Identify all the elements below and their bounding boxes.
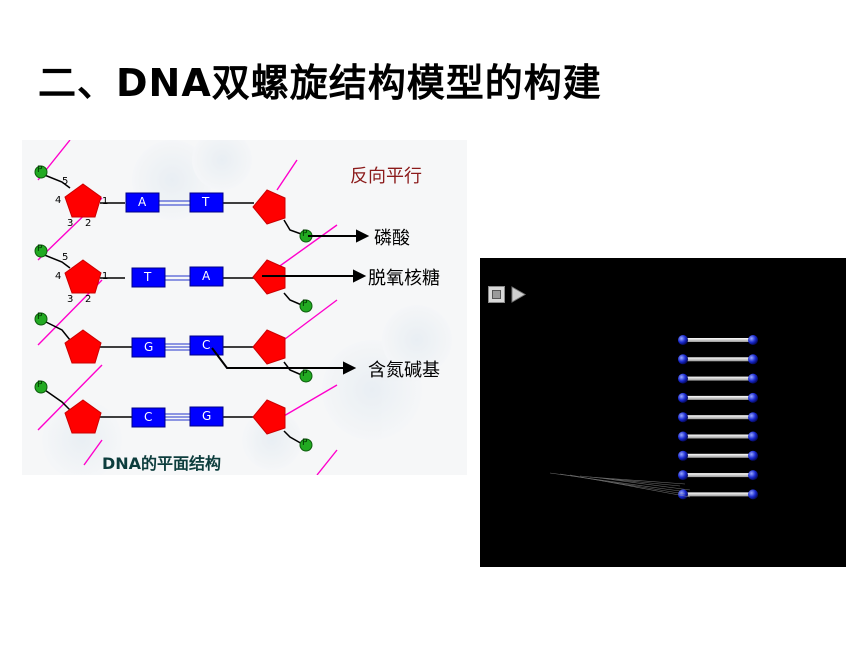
dna-animation-player[interactable] — [480, 258, 846, 567]
ladder-node — [678, 431, 688, 442]
phosphate-callout: 磷酸 — [374, 228, 410, 249]
phosphate-left-group — [34, 165, 48, 394]
ladder-node — [678, 450, 688, 461]
phosphate-label: P — [37, 244, 43, 254]
shadow-lines — [549, 472, 691, 498]
phosphate-label: P — [37, 380, 43, 390]
phosphate-label: P — [302, 229, 308, 239]
stop-button[interactable] — [488, 286, 505, 303]
deoxyribose-right — [252, 189, 286, 435]
ladder-node — [678, 412, 688, 423]
ladder-rung — [687, 434, 749, 439]
carbon-number: 2 — [85, 218, 92, 229]
ladder-node — [678, 489, 688, 500]
diagram-caption: DNA的平面结构 — [102, 454, 222, 473]
ladder-rung — [687, 338, 749, 342]
base-letter: T — [144, 270, 152, 284]
play-icon — [511, 286, 527, 303]
ladder-rung — [687, 357, 749, 362]
phosphate-label: P — [302, 438, 308, 448]
antiparallel-label: 反向平行 — [350, 166, 422, 187]
ladder-node — [748, 450, 758, 461]
base-letter: G — [144, 340, 154, 354]
connector-lines — [41, 173, 305, 446]
phosphate-label: P — [37, 312, 43, 322]
ladder-rung — [687, 376, 749, 381]
ladder-node — [748, 431, 758, 442]
ladder-rung — [687, 453, 749, 458]
ladder-node — [748, 335, 758, 345]
carbon-number: 3 — [67, 218, 74, 229]
phosphate-label: P — [37, 165, 43, 175]
ladder-node — [678, 354, 688, 365]
ladder-node — [748, 392, 758, 403]
phosphate-label: P — [302, 299, 308, 309]
ladder-node — [678, 470, 688, 481]
page-title: 二、DNA双螺旋结构模型的构建 — [38, 61, 602, 105]
ladder-node — [748, 489, 758, 500]
ladder-node — [678, 392, 688, 403]
carbon-number: 5 — [62, 176, 69, 187]
ladder-node — [748, 373, 758, 384]
carbon-number: 1 — [102, 271, 109, 282]
ladder-node — [678, 335, 688, 345]
phosphate-right-group — [299, 229, 313, 452]
phosphate-label: P — [302, 369, 308, 379]
base-letter: T — [202, 195, 210, 209]
carbon-number: 5 — [62, 252, 69, 263]
carbon-number: 1 — [102, 196, 109, 207]
base-letter: A — [138, 195, 147, 209]
base-letter: A — [202, 269, 211, 283]
carbon-number: 4 — [55, 195, 62, 206]
ladder-node — [678, 373, 688, 384]
ladder-rung — [687, 415, 749, 420]
ladder-node — [748, 470, 758, 481]
deoxyribose-left — [64, 183, 102, 434]
ladder-rung — [687, 395, 749, 400]
ladder-rung — [687, 473, 749, 478]
ladder-rung — [687, 492, 749, 497]
dna-planar-structure-diagram: P P P P 5 4 3 2 1 5 4 3 2 1 A T T A G C … — [22, 140, 467, 475]
base-letter: G — [202, 409, 212, 423]
deoxyribose-callout: 脱氧核糖 — [368, 268, 440, 289]
nitrogenous-base-callout: 含氮碱基 — [368, 360, 440, 381]
ladder-node — [748, 354, 758, 365]
base-letter: C — [202, 338, 211, 352]
callout-arrows — [211, 229, 370, 375]
play-button[interactable] — [510, 286, 527, 303]
dna-ladder-animation — [549, 335, 758, 500]
base-letter: C — [144, 410, 153, 424]
ladder-node — [748, 412, 758, 423]
carbon-number: 4 — [55, 271, 62, 282]
carbon-number: 3 — [67, 294, 74, 305]
carbon-number: 2 — [85, 294, 92, 305]
